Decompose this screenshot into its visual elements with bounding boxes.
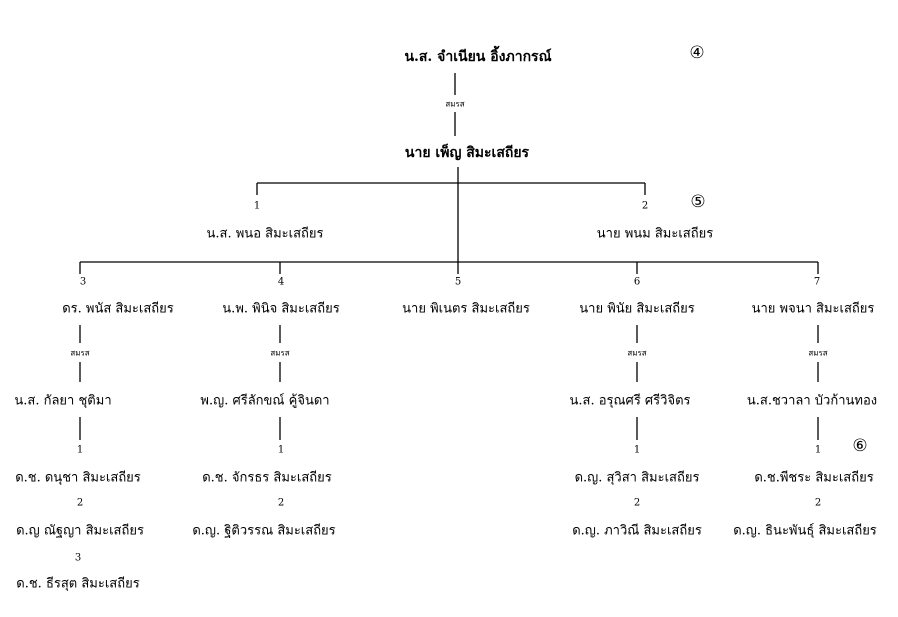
grandchild-name: ด.ญ. ธินะพันธุ์ สิมะเสถียร — [733, 523, 877, 539]
marriage-label: สมรส — [270, 348, 290, 358]
grandchild-name: ด.ช. จักรธร สิมะเสถียร — [202, 470, 332, 486]
grandchild-number: 2 — [76, 497, 84, 509]
spouse-name: น.ส. กัลยา ชุติมา — [14, 393, 112, 409]
child-name: นาย พินัย สิมะเสถียร — [579, 301, 695, 317]
generation-marker-4: ④ — [689, 43, 705, 63]
root-husband-name: นาย เพ็ญ สิมะเสถียร — [404, 145, 530, 161]
child-number: 3 — [79, 276, 87, 288]
grandchild-number: 2 — [814, 497, 822, 509]
child-number: 2 — [641, 200, 649, 212]
marriage-label: สมรส — [445, 99, 465, 109]
grandchild-name: ด.ญ. ภาวิณี สิมะเสถียร — [572, 523, 702, 539]
child-name: นาย พจนา สิมะเสถียร — [751, 301, 875, 317]
child-number: 5 — [454, 276, 462, 288]
marriage-label: สมรส — [70, 348, 90, 358]
grandchild-number: 1 — [76, 444, 84, 456]
grandchild-number: 2 — [277, 497, 285, 509]
marriage-label: สมรส — [808, 348, 828, 358]
grandchild-name: ด.ช. ธีรสุต สิมะเสถียร — [16, 576, 140, 592]
grandchild-number: 1 — [277, 444, 285, 456]
grandchild-name: ด.ช. ดนุชา สิมะเสถียร — [15, 470, 141, 486]
child-number: 4 — [277, 276, 285, 288]
child-name: น.ส. พนอ สิมะเสถียร — [206, 226, 324, 242]
spouse-name: น.ส.ชวาลา บัวก้านทอง — [746, 393, 878, 409]
grandchild-number: 3 — [74, 552, 82, 564]
grandchild-number: 2 — [633, 497, 641, 509]
root-wife-name: น.ส. จำเนียน อิ้งภากรณ์ — [404, 49, 552, 65]
marriage-label: สมรส — [627, 348, 647, 358]
spouse-name: พ.ญ. ศรีลักขณ์ คู้จินดา — [200, 393, 330, 409]
child-name: น.พ. พินิจ สิมะเสถียร — [222, 301, 340, 317]
child-number: 6 — [633, 276, 641, 288]
grandchild-name: ด.ญ ณัฐญา สิมะเสถียร — [16, 523, 144, 539]
spouse-name: น.ส. อรุณศรี ศรีวิจิตร — [569, 393, 691, 409]
child-name: นาย พนม สิมะเสถียร — [596, 226, 714, 242]
grandchild-number: 1 — [633, 444, 641, 456]
grandchild-name: ด.ญ. ฐิติวรรณ สิมะเสถียร — [192, 523, 336, 539]
grandchild-name: ด.ช.พีชระ สิมะเสถียร — [754, 470, 874, 486]
grandchild-number: 1 — [814, 444, 822, 456]
child-name: นาย พิเนตร สิมะเสถียร — [402, 301, 530, 317]
generation-marker-5: ⑤ — [690, 192, 706, 212]
child-number: 1 — [253, 200, 261, 212]
child-name: ดร. พนัส สิมะเสถียร — [62, 301, 174, 317]
child-number: 7 — [813, 276, 821, 288]
generation-marker-6: ⑥ — [852, 436, 868, 456]
grandchild-name: ด.ญ. สุวิสา สิมะเสถียร — [574, 470, 700, 486]
